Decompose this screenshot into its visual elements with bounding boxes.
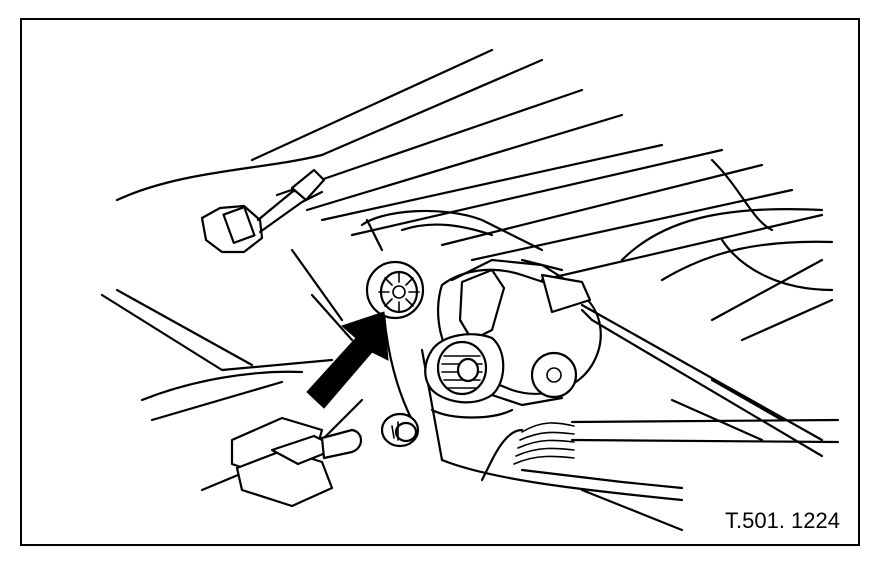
arrow-icon (306, 311, 389, 409)
detached-connector-part (230, 416, 363, 508)
lower-left-structure (100, 218, 384, 492)
indicator-arrow (306, 311, 389, 409)
mounting-bolt (380, 412, 420, 448)
control-rod (580, 303, 824, 458)
gear-wheel (365, 260, 425, 320)
technical-line-drawing (100, 48, 840, 532)
actuator-mechanism (424, 258, 602, 419)
lower-right-structure (580, 378, 784, 532)
wire-harness (480, 418, 840, 490)
figure-frame: T.501. 1224 (20, 18, 860, 546)
motor-housing (360, 209, 684, 502)
harness-connector-upper (200, 168, 326, 254)
knurled-knob (436, 340, 488, 396)
upper-structure-lines (115, 48, 834, 342)
figure-reference-code: T.501. 1224 (725, 508, 840, 533)
